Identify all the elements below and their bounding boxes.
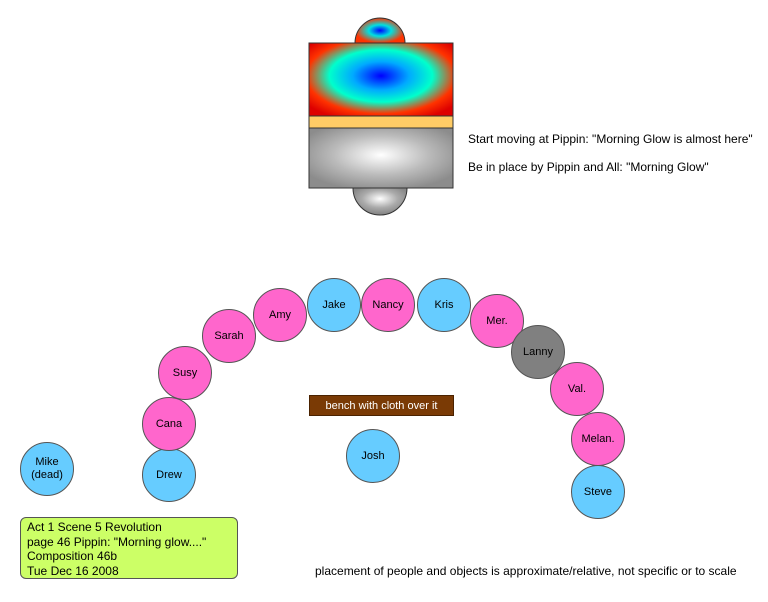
person-val: Val.: [550, 362, 604, 416]
person-melan: Melan.: [571, 412, 625, 466]
cue-in-place-text: Be in place by Pippin and All: "Morning …: [468, 160, 709, 174]
person-susy: Susy: [158, 346, 212, 400]
scene-info-line-2: page 46 Pippin: "Morning glow....": [27, 534, 207, 549]
person-mer: Mer.: [470, 294, 524, 348]
stage-top-dome: [354, 17, 406, 44]
person-sarah: Sarah: [202, 309, 256, 363]
person-josh: Josh: [346, 429, 400, 483]
scene-info-box: Act 1 Scene 5 Revolution page 46 Pippin:…: [20, 517, 238, 579]
bench: bench with cloth over it: [309, 395, 454, 416]
person-nancy: Nancy: [361, 278, 415, 332]
scene-info-line-3: Composition 46b: [27, 549, 118, 563]
person-amy: Amy: [253, 288, 307, 342]
person-kris: Kris: [417, 278, 471, 332]
scene-info-line-4: Tue Dec 16 2008: [27, 563, 119, 578]
person-cana: Cana: [142, 397, 196, 451]
person-mike: Mike (dead): [20, 442, 74, 496]
scene-info-line-1: Act 1 Scene 5 Revolution: [27, 520, 162, 534]
stage-set-piece: [308, 17, 454, 216]
stage-bottom-dome: [352, 187, 408, 216]
person-drew: Drew: [142, 448, 196, 502]
stage-gray-panel: [308, 127, 454, 189]
disclaimer-text: placement of people and objects is appro…: [315, 564, 737, 578]
person-steve: Steve: [571, 465, 625, 519]
cue-start-text: Start moving at Pippin: "Morning Glow is…: [468, 132, 753, 146]
person-jake: Jake: [307, 278, 361, 332]
stage-band: [308, 115, 454, 129]
stage-colored-panel: [308, 42, 454, 117]
